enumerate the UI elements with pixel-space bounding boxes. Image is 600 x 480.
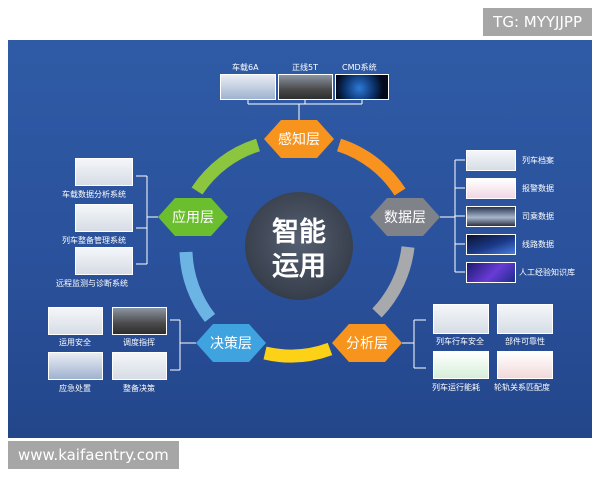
perception-item-label-3: CMD系统 (342, 63, 377, 72)
analysis-thumb-energy (433, 351, 489, 379)
decision-item-label-3: 应急处置 (59, 384, 91, 393)
ring-segment-analysis-decision (263, 342, 333, 363)
analysis-item-label-2: 部件可靠性 (505, 337, 545, 346)
hex-analysis: 分析层 (332, 324, 402, 362)
ring-segment-application-perception (191, 138, 261, 195)
ring-segment-perception-data (336, 138, 406, 196)
application-item-label-1: 车载数据分析系统 (62, 190, 126, 199)
hex-application: 应用层 (158, 198, 228, 236)
hex-perception: 感知层 (264, 120, 334, 158)
analysis-thumb-reliability (497, 304, 553, 334)
data-item-label-2: 报警数据 (522, 184, 554, 193)
perception-item-label-2: 正线5T (292, 63, 318, 72)
decision-thumb-dispatch (112, 307, 167, 335)
hex-application-label: 应用层 (172, 209, 214, 226)
bracket-decision (170, 319, 196, 371)
decision-item-label-2: 调度指挥 (123, 338, 155, 347)
decision-thumb-emergency (48, 352, 103, 380)
ring-segment-decision-application (179, 251, 216, 323)
center-label-line1: 智能 (272, 216, 326, 248)
application-thumb-servicing-mgmt (75, 204, 133, 232)
application-item-label-2: 列车整备管理系统 (62, 236, 126, 245)
watermark-top: TG: MYYJJPP (483, 8, 592, 36)
hex-data: 数据层 (370, 198, 440, 236)
center-circle (245, 192, 353, 300)
hex-decision-label: 决策层 (210, 335, 252, 352)
data-thumb-crew (466, 206, 516, 227)
data-item-label-1: 列车档案 (522, 156, 554, 165)
data-thumb-train-file (466, 150, 516, 171)
data-item-label-5: 人工经验知识库 (519, 268, 575, 277)
perception-thumb-onboard (220, 74, 276, 100)
data-item-label-3: 司乘数据 (522, 212, 554, 221)
data-thumb-alarm (466, 178, 516, 199)
decision-thumb-safety (48, 307, 103, 335)
decision-item-label-1: 运用安全 (59, 338, 91, 347)
data-thumb-knowledge (466, 262, 516, 283)
bracket-perception (247, 100, 363, 120)
ring-segment-data-analysis (372, 246, 415, 318)
analysis-item-label-1: 列车行车安全 (436, 337, 484, 346)
application-item-label-3: 远程监测与诊断系统 (56, 279, 128, 288)
analysis-item-label-4: 轮轨关系匹配度 (494, 383, 550, 392)
bracket-data (440, 159, 465, 273)
data-item-label-4: 线路数据 (522, 240, 554, 249)
hex-perception-label: 感知层 (278, 131, 320, 148)
analysis-thumb-safety (433, 304, 489, 334)
application-thumb-remote-diagnosis (75, 247, 133, 275)
analysis-item-label-3: 列车运行能耗 (432, 383, 480, 392)
center-label-line2: 运用 (272, 251, 326, 282)
data-thumb-line (466, 234, 516, 255)
application-thumb-onboard-analysis (75, 158, 133, 186)
decision-item-label-4: 整备决策 (123, 384, 155, 393)
watermark-bottom: www.kaifaentry.com (8, 441, 179, 469)
hex-decision: 决策层 (196, 324, 266, 362)
perception-item-label-1: 车载6A (232, 63, 259, 72)
decision-thumb-servicing (112, 352, 167, 380)
perception-thumb-trackside (278, 74, 333, 100)
hex-analysis-label: 分析层 (346, 336, 388, 352)
perception-thumb-cmd (335, 74, 389, 100)
hex-data-label: 数据层 (384, 210, 426, 226)
analysis-thumb-wheel-rail (497, 351, 553, 379)
bracket-analysis (402, 319, 426, 369)
bracket-application (136, 175, 158, 265)
